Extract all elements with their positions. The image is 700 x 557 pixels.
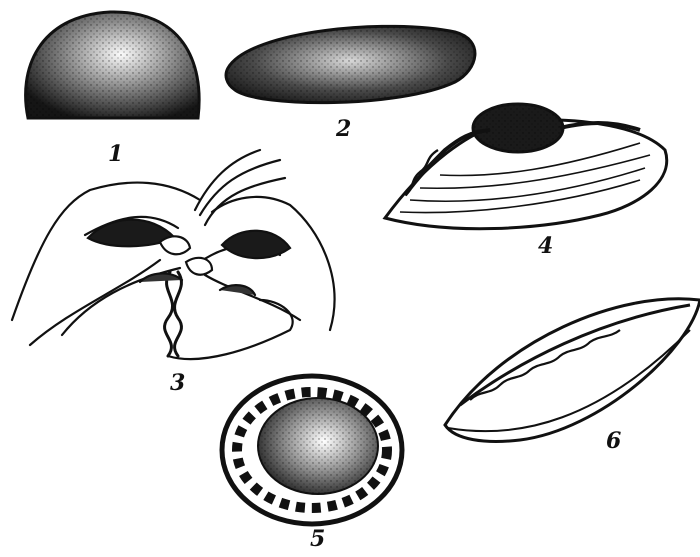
dough-oval-flat: [226, 26, 475, 102]
dough-ball-dome: [26, 12, 200, 118]
figure-label-3: 3: [170, 372, 185, 394]
figure-label-1: 1: [108, 143, 123, 165]
hands-braiding-edge: [12, 150, 334, 359]
figure-label-2: 2: [336, 118, 351, 140]
figure-label-6: 6: [606, 430, 621, 452]
pastry-leaf-braided-seam: [445, 299, 700, 442]
pastry-round-rope-edge: [222, 376, 402, 524]
figure-label-5: 5: [310, 528, 325, 550]
pastry-half-moon-braided: [385, 104, 667, 229]
figure-label-4: 4: [538, 235, 553, 257]
